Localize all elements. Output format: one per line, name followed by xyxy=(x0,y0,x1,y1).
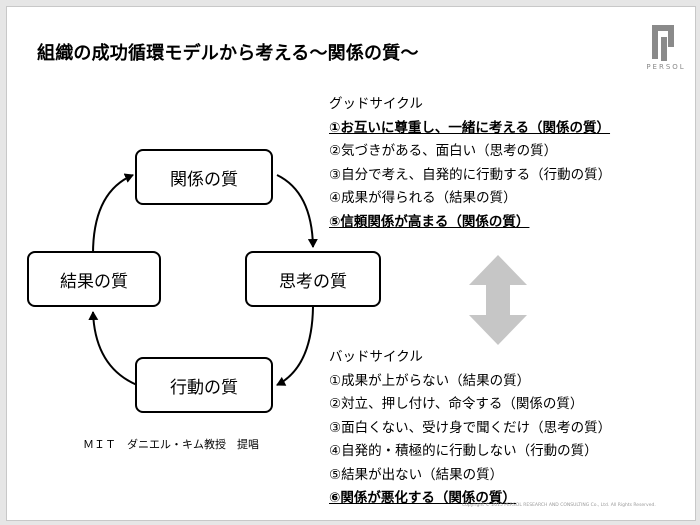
arrow-result-to-relation xyxy=(92,173,134,255)
attribution-caption: ＭＩＴ ダニエル・キム教授 提唱 xyxy=(83,438,259,451)
arrow-thinking-to-action xyxy=(276,306,314,386)
copyright-text: Copyright © 2015 PERSOL RESEARCH AND CON… xyxy=(462,503,656,508)
bad-cycle-heading: バッドサイクル xyxy=(329,349,423,365)
arrow-action-to-result xyxy=(88,311,138,386)
bad-cycle-item: ①成果が上がらない（結果の質） xyxy=(329,372,531,389)
persol-logo-icon xyxy=(652,25,674,61)
node-result-quality: 結果の質 xyxy=(27,251,161,307)
good-cycle-heading: グッドサイクル xyxy=(329,96,423,112)
arrow-relation-to-thinking xyxy=(276,174,318,248)
node-action-quality: 行動の質 xyxy=(135,357,273,413)
node-relation-quality: 関係の質 xyxy=(135,149,273,205)
bad-cycle-item: ③面白くない、受け身で聞くだけ（思考の質） xyxy=(329,419,612,436)
cycle-arrows xyxy=(88,173,527,386)
slide: 組織の成功循環モデルから考える〜関係の質〜 PERSOL 関係の質 思考の質 行… xyxy=(6,6,696,521)
bad-cycle-item: ④自発的・積極的に行動しない（行動の質） xyxy=(329,443,598,459)
node-thinking-quality: 思考の質 xyxy=(245,251,381,307)
good-cycle-item: ②気づきがある、面白い（思考の質） xyxy=(329,143,558,159)
bad-cycle-item: ⑤結果が出ない（結果の質） xyxy=(329,466,504,483)
bad-cycle-item: ②対立、押し付け、命令する（関係の質） xyxy=(329,396,584,412)
slide-title: 組織の成功循環モデルから考える〜関係の質〜 xyxy=(37,43,419,64)
good-cycle-item: ⑤信頼関係が高まる（関係の質） xyxy=(329,213,530,230)
good-cycle-item: ①お互いに尊重し、一緒に考える（関係の質） xyxy=(329,119,611,136)
brand-name: PERSOL xyxy=(646,63,686,71)
double-arrow-icon xyxy=(469,255,527,345)
good-cycle-item: ④成果が得られる（結果の質） xyxy=(329,190,517,206)
bad-cycle-list: バッドサイクル ①成果が上がらない（結果の質） ②対立、押し付け、命令する（関係の… xyxy=(329,346,611,511)
bad-cycle-item: ⑥関係が悪化する（関係の質） xyxy=(329,490,516,506)
good-cycle-list: グッドサイクル ①お互いに尊重し、一緒に考える（関係の質） ②気づきがある、面白い… xyxy=(329,93,611,234)
good-cycle-item: ③自分で考え、自発的に行動する（行動の質） xyxy=(329,166,612,183)
